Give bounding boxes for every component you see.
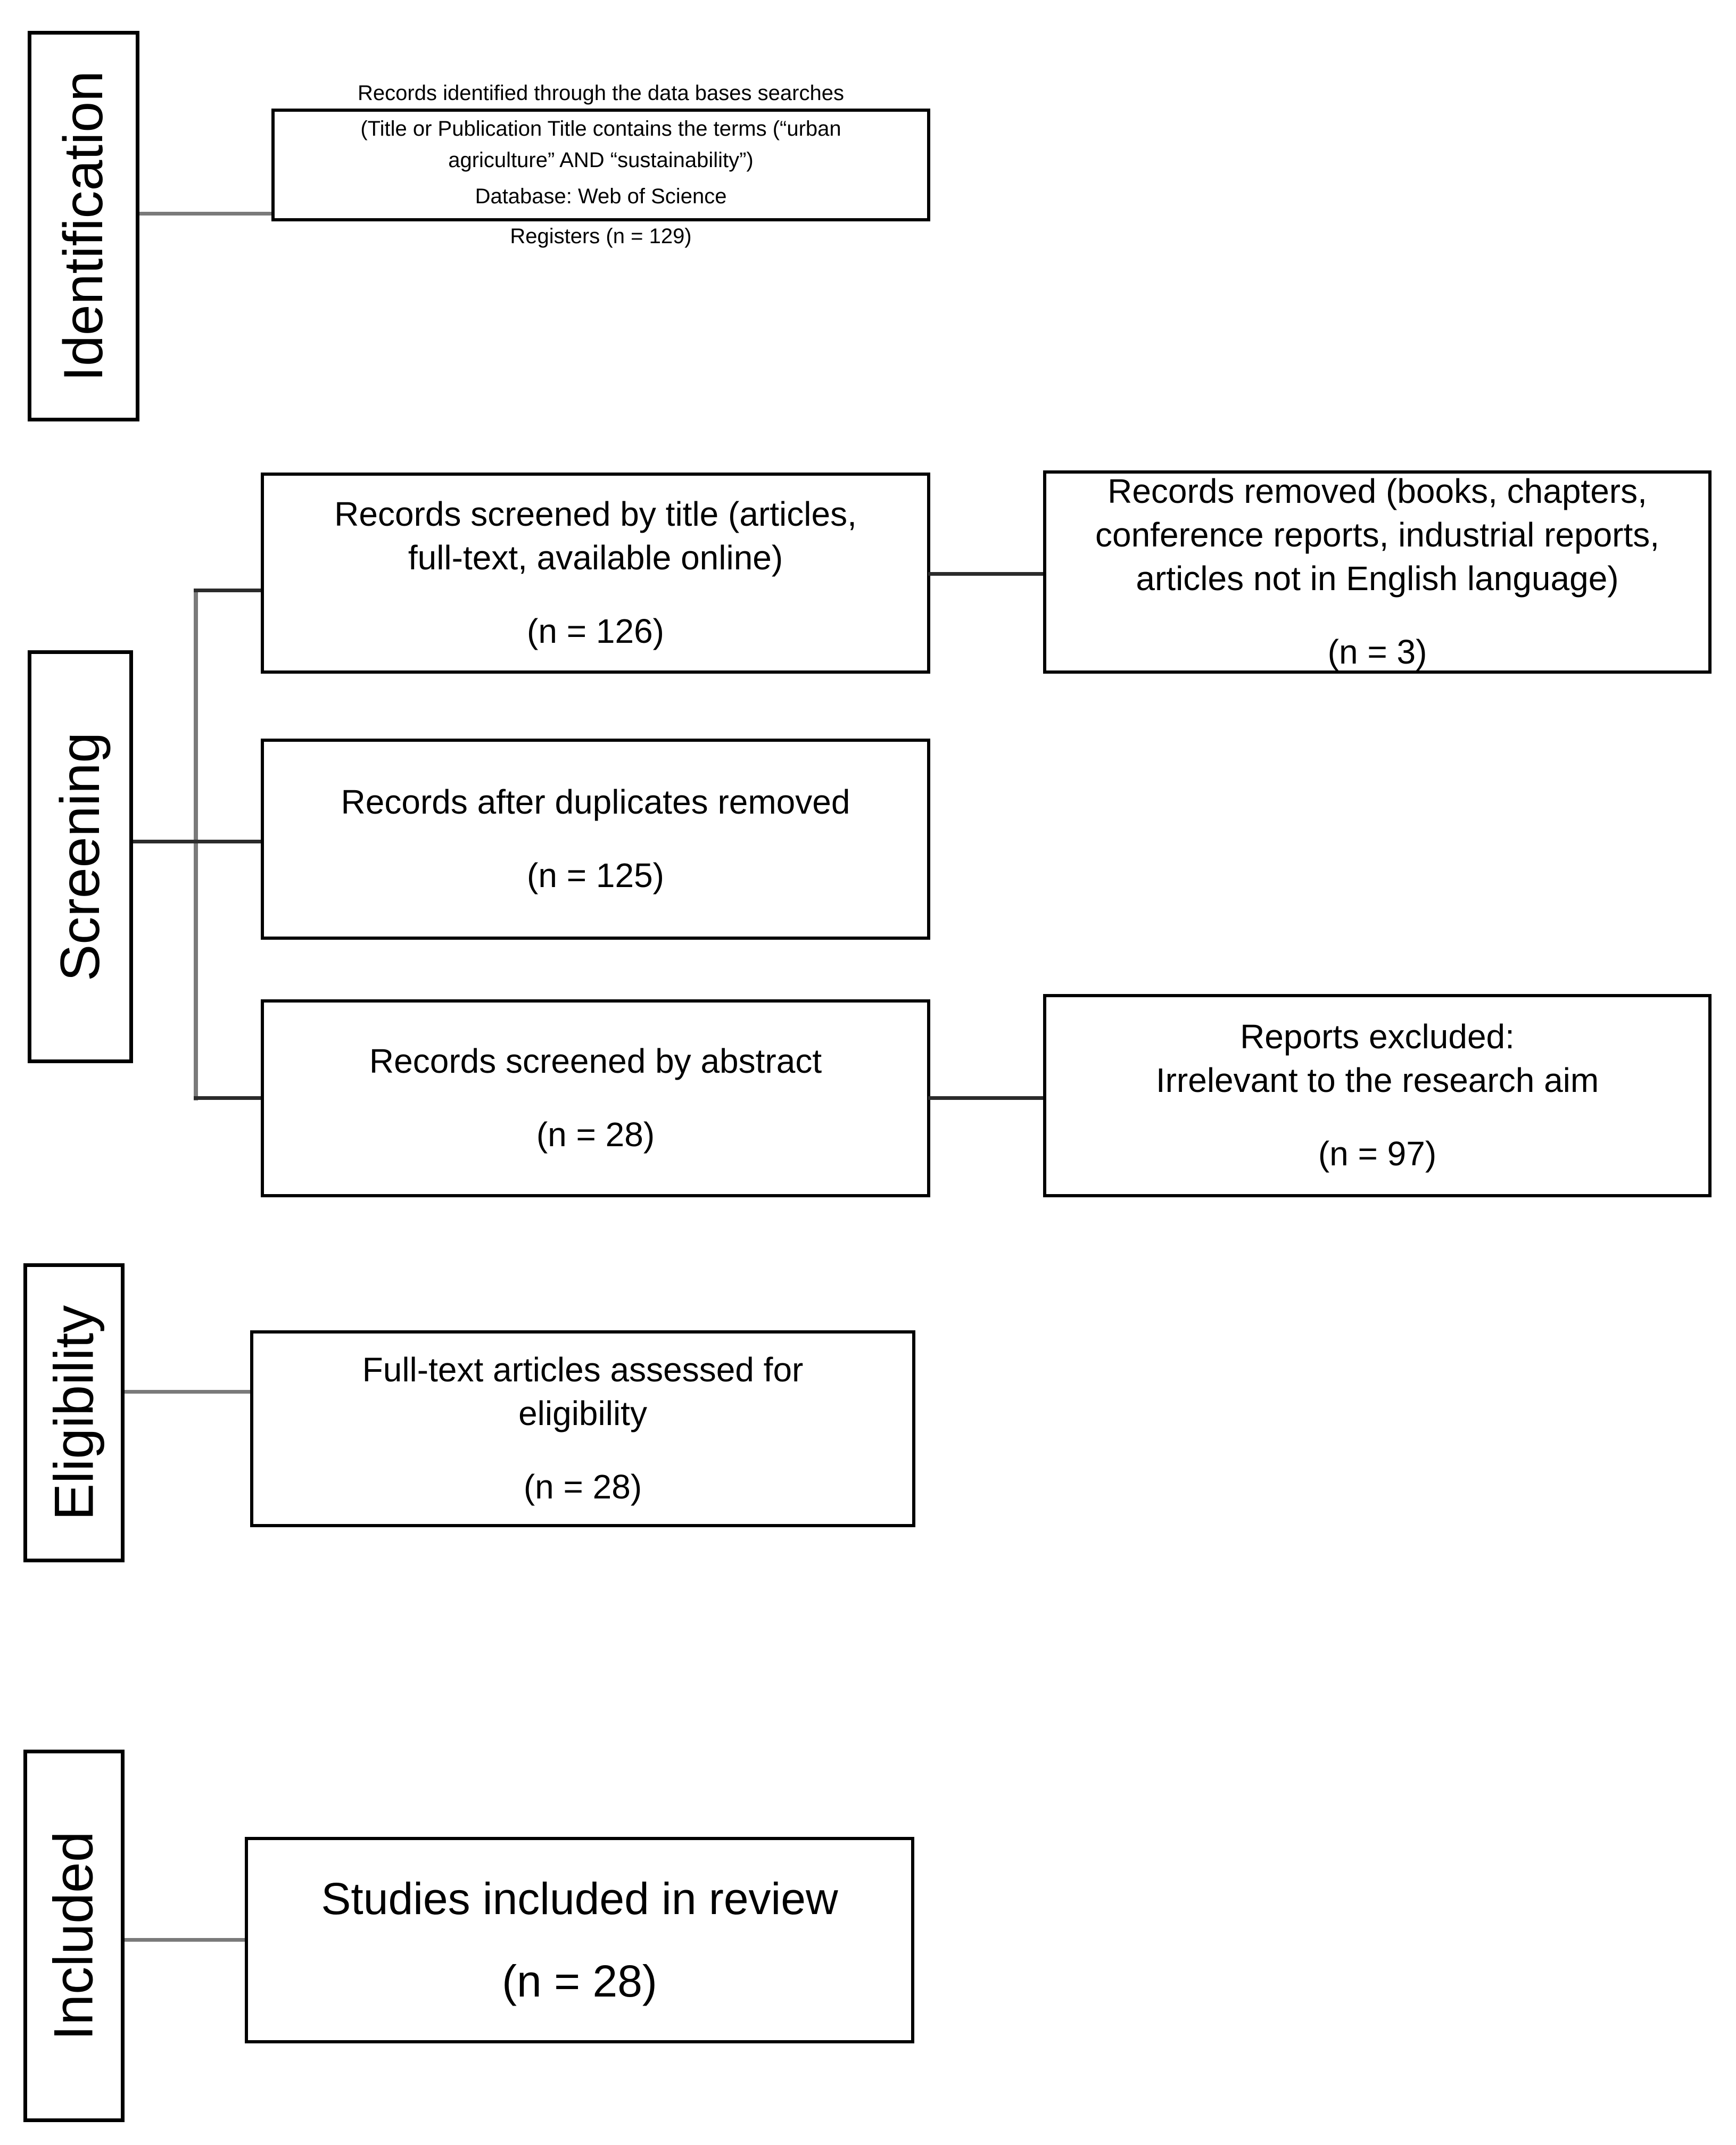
screened-title-count: (n = 126)	[527, 611, 664, 650]
reports-excluded-count: (n = 97)	[1318, 1134, 1437, 1173]
node-reports-excluded: Reports excluded: Irrelevant to the rese…	[1043, 994, 1712, 1197]
connector-screening-stub	[133, 840, 198, 843]
connector-screening-trunk	[194, 589, 198, 1100]
node-fulltext-assessed: Full-text articles assessed for eligibil…	[250, 1330, 915, 1527]
reports-excluded-line-1: Reports excluded:	[1240, 1017, 1515, 1056]
records-identified-line-3: agriculture” AND “sustainability”)	[448, 148, 754, 172]
node-records-screened-by-title: Records screened by title (articles, ful…	[261, 473, 930, 674]
records-identified-line-4: Database: Web of Science	[475, 184, 727, 208]
stage-label-identification-text: Identification	[53, 71, 114, 382]
stage-label-eligibility-text: Eligibility	[43, 1305, 105, 1521]
connector-trunk-to-screened-abstract	[194, 1096, 264, 1100]
studies-included-line-1: Studies included in review	[321, 1873, 838, 1924]
records-removed-line-3: articles not in English language)	[1136, 559, 1619, 598]
connector-screened-abstract-to-excluded	[928, 1096, 1046, 1100]
records-identified-line-2: (Title or Publication Title contains the…	[360, 117, 841, 141]
connector-screened-title-to-removed	[928, 572, 1046, 576]
connector-included-to-studies	[125, 1938, 248, 1942]
stage-label-eligibility: Eligibility	[23, 1263, 125, 1562]
stage-label-screening: Screening	[28, 650, 133, 1063]
fulltext-assessed-line-2: eligibility	[518, 1394, 647, 1433]
records-removed-count: (n = 3)	[1327, 632, 1427, 671]
node-studies-included: Studies included in review (n = 28)	[245, 1837, 914, 2043]
stage-label-screening-text: Screening	[49, 732, 111, 982]
node-records-screened-by-abstract: Records screened by abstract (n = 28)	[261, 999, 930, 1197]
records-identified-line-1: Records identified through the data base…	[358, 81, 844, 105]
node-records-identified: Records identified through the data base…	[271, 81, 930, 248]
screened-title-line-2: full-text, available online)	[408, 539, 783, 577]
connector-trunk-to-duplicates	[194, 840, 264, 843]
screened-title-line-1: Records screened by title (articles,	[334, 495, 857, 534]
stage-label-identification: Identification	[28, 31, 139, 421]
studies-included-count: (n = 28)	[502, 1956, 657, 2006]
connector-identification-to-identified	[139, 212, 272, 216]
records-identified-registers: Registers (n = 129)	[510, 224, 692, 248]
reports-excluded-line-2: Irrelevant to the research aim	[1155, 1061, 1599, 1100]
stage-label-included: Included	[23, 1750, 125, 2122]
duplicates-removed-line-1: Records after duplicates removed	[341, 783, 850, 822]
duplicates-removed-count: (n = 125)	[527, 856, 664, 895]
records-removed-line-2: conference reports, industrial reports,	[1095, 516, 1660, 554]
stage-label-included-text: Included	[43, 1831, 105, 2041]
screened-abstract-line-1: Records screened by abstract	[369, 1042, 822, 1081]
screened-abstract-count: (n = 28)	[536, 1115, 655, 1154]
records-removed-line-1: Records removed (books, chapters,	[1107, 472, 1647, 511]
fulltext-assessed-count: (n = 28)	[523, 1467, 642, 1506]
node-records-after-duplicates-removed: Records after duplicates removed (n = 12…	[261, 739, 930, 940]
node-records-removed: Records removed (books, chapters, confer…	[1043, 470, 1712, 674]
connector-trunk-to-screened-title	[194, 589, 264, 592]
fulltext-assessed-line-1: Full-text articles assessed for	[362, 1351, 804, 1389]
connector-eligibility-to-fulltext	[125, 1390, 253, 1394]
